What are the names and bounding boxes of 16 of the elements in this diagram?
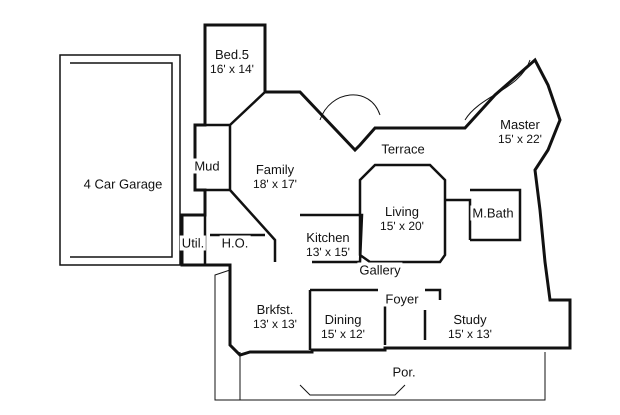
room-name: Bed.5 (213, 47, 251, 62)
room-name: H.O. (220, 236, 250, 250)
room-name: 4 Car Garage (82, 176, 164, 192)
room-name: Gallery (357, 262, 403, 278)
room-name: Terrace (379, 142, 427, 156)
room-name: Util. (180, 236, 206, 250)
room-name: Kitchen (304, 230, 352, 245)
room-name: Master (498, 117, 542, 132)
room-name: Foyer (383, 292, 421, 306)
room-name: Brkfst. (254, 302, 296, 317)
room-name: Dining (322, 312, 364, 327)
room-name: Family (254, 162, 296, 177)
room-name: Mud (192, 158, 222, 174)
room-name: Study (451, 312, 489, 327)
room-name: M.Bath (470, 206, 516, 220)
room-name: Living (383, 204, 421, 219)
